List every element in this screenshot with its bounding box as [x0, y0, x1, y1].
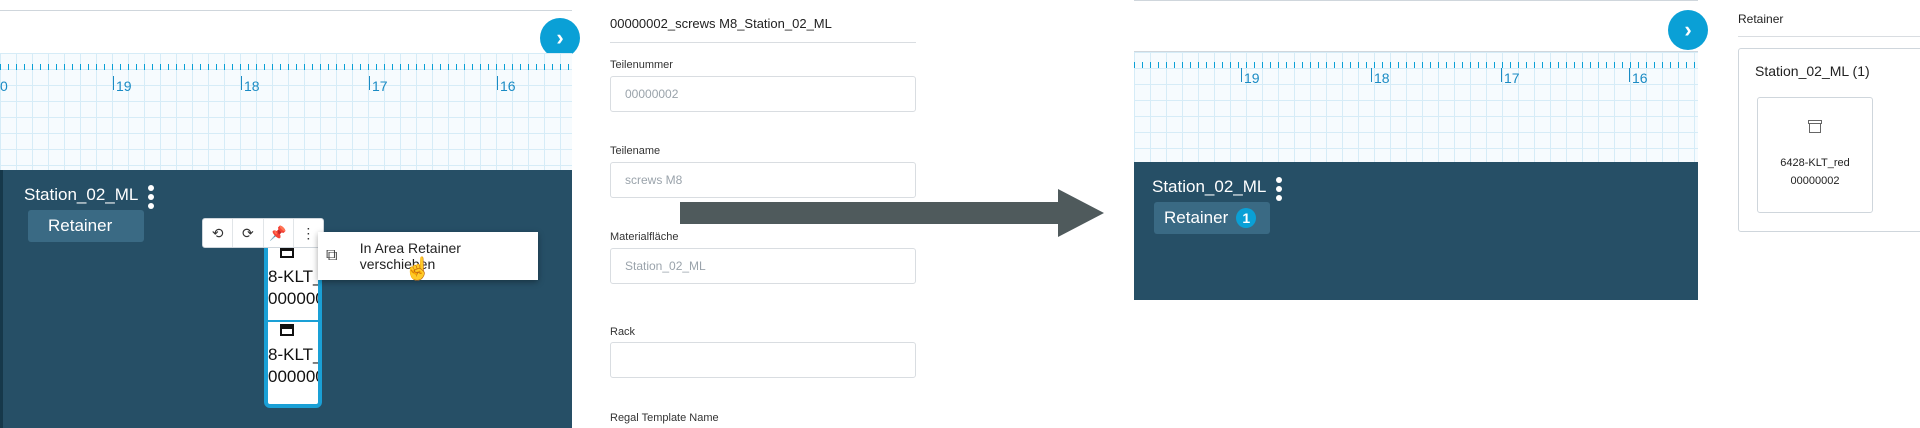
box-icon [280, 246, 294, 258]
bin-stack[interactable]: 8-KLT_ 000000 8-KLT_ 000000 [264, 238, 322, 408]
arrow-right-icon [1058, 189, 1104, 237]
ruler-label: 16 [497, 76, 516, 94]
detail-form: 00000002_screws M8_Station_02_ML Teilenu… [610, 0, 916, 428]
station-menu-icon[interactable] [148, 185, 154, 209]
bin-item[interactable]: 8-KLT_ 000000 [268, 246, 318, 310]
teilenummer-value: 00000002 [625, 87, 679, 101]
station-card: Station_02_ML (1) 6428-KLT_red 00000002 [1738, 48, 1920, 232]
ruler-label: 0 [0, 78, 8, 94]
area-tag-label: Retainer [1164, 208, 1229, 227]
more-vertical-icon[interactable]: ⋮ [301, 224, 316, 241]
hand-cursor-icon: ☝ [404, 256, 432, 281]
move-copy-icon: ⧉ [326, 247, 338, 264]
archive-icon [1808, 120, 1822, 134]
area-tag-label: Retainer [48, 216, 113, 235]
side-panel: Retainer Station_02_ML (1) 6428-KLT_red … [1738, 0, 1920, 428]
box-icon [280, 324, 294, 336]
left-canvas: › 0 19 18 17 16 Station_02_ML Retainer 8… [0, 0, 580, 428]
item-toolbar: ⟲ ⟳ 📌 ⋮ [202, 218, 324, 248]
ruler-label: 18 [1371, 68, 1390, 86]
bin-item[interactable]: 8-KLT_ 000000 [268, 320, 318, 388]
count-badge: 1 [1236, 208, 1257, 228]
arrow-shaft [680, 202, 1060, 224]
chevron-right-icon: › [556, 25, 564, 50]
area-tag-retainer[interactable]: Retainer 1 [1154, 202, 1270, 234]
left-ruler [0, 64, 572, 78]
teilename-field[interactable]: screws M8 [610, 162, 916, 198]
form-title: 00000002_screws M8_Station_02_ML [610, 16, 832, 31]
field-label: Regal Template Name [610, 412, 719, 424]
field-label: Teilenummer [610, 59, 673, 71]
pin-icon[interactable]: 📌 [264, 219, 294, 247]
chevron-right-icon: › [1684, 17, 1692, 42]
materialflaeche-field[interactable]: Station_02_ML [610, 248, 916, 284]
ruler-label: 16 [1629, 68, 1648, 86]
station-title: Station_02_ML [1152, 177, 1267, 196]
right-expand-button[interactable]: › [1668, 10, 1708, 50]
rack-field[interactable] [610, 342, 916, 378]
ruler-label: 17 [369, 76, 388, 94]
area-tag-retainer[interactable]: Retainer [28, 210, 144, 242]
form-divider [610, 42, 916, 43]
bin-tile[interactable]: 6428-KLT_red 00000002 [1757, 97, 1873, 213]
teilenummer-field[interactable]: 00000002 [610, 76, 916, 112]
ruler-label: 19 [1241, 68, 1260, 86]
bin-item-line1: 8-KLT_ [268, 267, 322, 286]
bin-item-line2: 000000 [268, 367, 322, 386]
left-top-bar [0, 10, 572, 54]
materialflaeche-value: Station_02_ML [625, 259, 706, 273]
menu-item-move-to-area[interactable]: In Area Retainer verschieben [359, 240, 461, 272]
bin-item-line1: 8-KLT_ [268, 345, 322, 364]
right-top-bar [1134, 0, 1698, 52]
tile-line1: 6428-KLT_red [1780, 157, 1850, 169]
right-ruler [1134, 62, 1698, 76]
context-menu: ⧉ In Area Retainer verschieben [318, 232, 538, 280]
ruler-label: 19 [113, 76, 132, 94]
field-label: Teilename [610, 145, 661, 157]
station-title: Station_02_ML [24, 185, 139, 204]
station-menu-icon[interactable] [1276, 177, 1282, 201]
rotate-right-icon[interactable]: ⟳ [233, 219, 264, 247]
card-title: Station_02_ML (1) [1755, 63, 1870, 79]
left-expand-button[interactable]: › [540, 18, 580, 58]
tile-line2: 00000002 [1790, 175, 1840, 187]
ruler-label: 18 [241, 76, 260, 94]
ruler-label: 17 [1501, 68, 1520, 86]
right-canvas: 19 18 17 16 Station_02_ML Retainer 1 [1134, 0, 1698, 300]
teilename-value: screws M8 [625, 173, 683, 187]
side-divider [1738, 36, 1920, 37]
field-label: Materialfläche [610, 231, 679, 243]
field-label: Rack [610, 326, 636, 338]
section-label: Retainer [1738, 12, 1784, 26]
bin-item-line2: 000000 [268, 289, 322, 308]
rotate-left-icon[interactable]: ⟲ [203, 219, 234, 247]
